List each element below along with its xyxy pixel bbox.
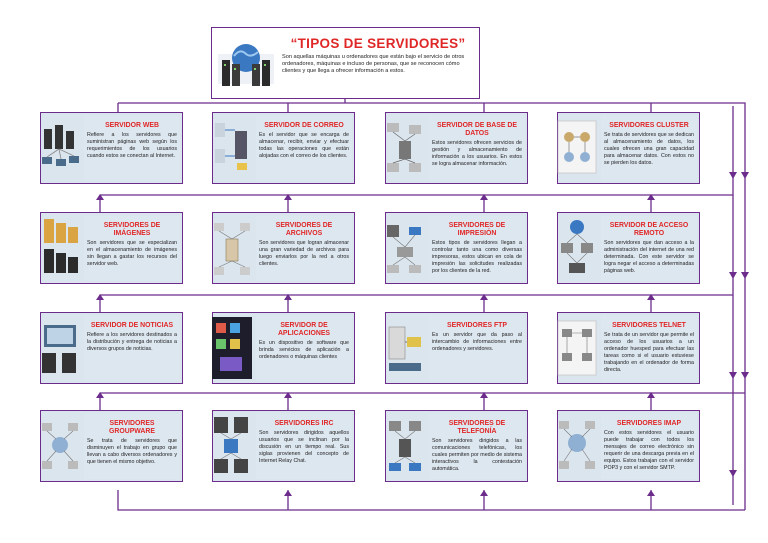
card-servidores-imap: SERVIDORES IMAP Con estos servidores el … xyxy=(557,410,700,482)
card-title: SERVIDOR WEB xyxy=(105,122,159,129)
card-title: SERVIDOR DE ACCESO REMOTO xyxy=(609,222,689,237)
print-server-icon xyxy=(387,225,421,273)
card-servidor-base-de-datos: SERVIDOR DE BASE DE DATOS Estos servidor… xyxy=(385,112,528,184)
card-title: SERVIDORES DE IMÁGENES xyxy=(103,222,161,237)
card-title: SERVIDOR DE APLICACIONES xyxy=(277,322,331,337)
card-text: SERVIDOR DE NOTICIAS Refiere a los servi… xyxy=(84,316,180,381)
card-title: SERVIDORES TELNET xyxy=(612,322,686,329)
imap-server-icon xyxy=(559,421,595,469)
groupware-icon xyxy=(42,423,78,469)
card-description: Es el servidor que se encarga de almacen… xyxy=(259,132,349,159)
card-servidores-cluster: SERVIDORES CLUSTER Se trata de servidore… xyxy=(557,112,700,184)
card-title: SERVIDORES DE ARCHIVOS xyxy=(275,222,333,237)
card-servidores-irc: SERVIDORES IRC Son servidores dirigidos … xyxy=(212,410,355,482)
telephony-server-icon xyxy=(389,421,421,471)
card-servidores-de-archivos: SERVIDORES DE ARCHIVOS Son servidores qu… xyxy=(212,212,355,284)
card-text: SERVIDORES IRC Son servidores dirigidos … xyxy=(256,414,352,479)
card-description: Son servidores dirigidos aquellos usuari… xyxy=(259,430,349,464)
card-title: SERVIDOR DE BASE DE DATOS xyxy=(437,122,517,137)
card-text: SERVIDORES DE TELEFONÍA Son servidores d… xyxy=(429,414,525,479)
card-description: Son servidores que dan acceso a la admin… xyxy=(604,240,694,274)
card-description: Son servidores que logran almacenar una … xyxy=(259,240,349,267)
card-title: SERVIDORES IRC xyxy=(274,420,334,427)
card-text: SERVIDOR DE ACCESO REMOTO Son servidores… xyxy=(601,216,697,281)
card-text: SERVIDOR WEB Refiere a los servidores qu… xyxy=(84,116,180,181)
card-description: Refiere a los servidores destinados a la… xyxy=(87,332,177,352)
server-network-icon xyxy=(42,125,79,166)
globe-server-racks-icon xyxy=(218,44,274,86)
card-description: Estos tipos de servidores llegan a contr… xyxy=(432,240,522,274)
card-title: SERVIDORES FTP xyxy=(447,322,507,329)
card-description: Es un servidor que da paso al intercambi… xyxy=(432,332,522,352)
card-description: Se trata de servidores que disminuyen el… xyxy=(87,438,177,465)
cluster-diagram-icon xyxy=(557,120,597,174)
card-servidores-de-impresion: SERVIDORES DE IMPRESIÓN Estos tipos de s… xyxy=(385,212,528,284)
card-text: SERVIDORES DE IMPRESIÓN Estos tipos de s… xyxy=(429,216,525,281)
card-text: SERVIDORES GROUPWARE Se trata de servido… xyxy=(84,414,180,479)
card-servidor-de-noticias: SERVIDOR DE NOTICIAS Refiere a los servi… xyxy=(40,312,183,384)
card-description: Refiere a los servidores que suministran… xyxy=(87,132,177,159)
mail-server-icon xyxy=(215,123,247,170)
image-server-icon xyxy=(44,219,78,273)
card-text: SERVIDORES DE ARCHIVOS Son servidores qu… xyxy=(256,216,352,281)
card-description: Es un dispositivo de software que brinda… xyxy=(259,340,349,360)
card-servidor-web: SERVIDOR WEB Refiere a los servidores qu… xyxy=(40,112,183,184)
card-title: SERVIDORES IMAP xyxy=(616,420,682,427)
card-description: Son servidores que se especializan en el… xyxy=(87,240,177,267)
card-text: SERVIDOR DE APLICACIONES Es un dispositi… xyxy=(256,316,352,381)
card-title: SERVIDORES DE TELEFONÍA xyxy=(448,420,506,435)
card-description: Estos servidores ofrecen servicios de ge… xyxy=(432,140,522,167)
card-text: SERVIDOR DE BASE DE DATOS Estos servidor… xyxy=(429,116,525,181)
card-title: SERVIDORES GROUPWARE xyxy=(109,420,155,435)
card-servidor-acceso-remoto: SERVIDOR DE ACCESO REMOTO Son servidores… xyxy=(557,212,700,284)
card-text: SERVIDORES TELNET Se trata de un servido… xyxy=(601,316,697,381)
telnet-diagram-icon xyxy=(557,320,597,376)
card-title: SERVIDORES DE IMPRESIÓN xyxy=(448,222,506,237)
news-server-icon xyxy=(42,325,76,373)
card-servidor-de-aplicaciones: SERVIDOR DE APLICACIONES Es un dispositi… xyxy=(212,312,355,384)
card-servidores-groupware: SERVIDORES GROUPWARE Se trata de servido… xyxy=(40,410,183,482)
irc-server-icon xyxy=(214,417,248,473)
card-servidor-de-correo: SERVIDOR DE CORREO Es el servidor que se… xyxy=(212,112,355,184)
card-description: Se trata de un servidor que permite el a… xyxy=(604,332,694,373)
card-title: SERVIDOR DE CORREO xyxy=(264,122,344,129)
card-title: SERVIDOR DE NOTICIAS xyxy=(90,322,174,329)
database-server-icon xyxy=(387,123,421,172)
card-servidores-telnet: SERVIDORES TELNET Se trata de un servido… xyxy=(557,312,700,384)
file-server-icon xyxy=(214,223,250,275)
card-text: SERVIDORES CLUSTER Se trata de servidore… xyxy=(601,116,697,181)
card-servidores-ftp: SERVIDORES FTP Es un servidor que da pas… xyxy=(385,312,528,384)
card-text: SERVIDOR DE CORREO Es el servidor que se… xyxy=(256,116,352,181)
card-description: Con estos servidores el usuario puede tr… xyxy=(604,430,694,471)
remote-access-icon xyxy=(561,220,593,273)
page-title: “TIPOS DE SERVIDORES” xyxy=(290,36,466,51)
header-description: Son aquellas máquinas u ordenadores que … xyxy=(282,54,465,75)
header-box: “TIPOS DE SERVIDORES” Son aquellas máqui… xyxy=(211,27,480,99)
ftp-server-icon xyxy=(388,326,421,371)
card-servidores-de-telefonia: SERVIDORES DE TELEFONÍA Son servidores d… xyxy=(385,410,528,482)
card-text: SERVIDORES FTP Es un servidor que da pas… xyxy=(429,316,525,381)
application-server-icon xyxy=(212,317,252,379)
card-text: SERVIDORES IMAP Con estos servidores el … xyxy=(601,414,697,479)
card-description: Se trata de servidores que se dedican al… xyxy=(604,132,694,166)
card-servidores-de-imagenes: SERVIDORES DE IMÁGENES Son servidores qu… xyxy=(40,212,183,284)
card-description: Son servidores dirigidos a las comunicac… xyxy=(432,438,522,472)
card-text: SERVIDORES DE IMÁGENES Son servidores qu… xyxy=(84,216,180,281)
card-title: SERVIDORES CLUSTER xyxy=(609,122,689,129)
